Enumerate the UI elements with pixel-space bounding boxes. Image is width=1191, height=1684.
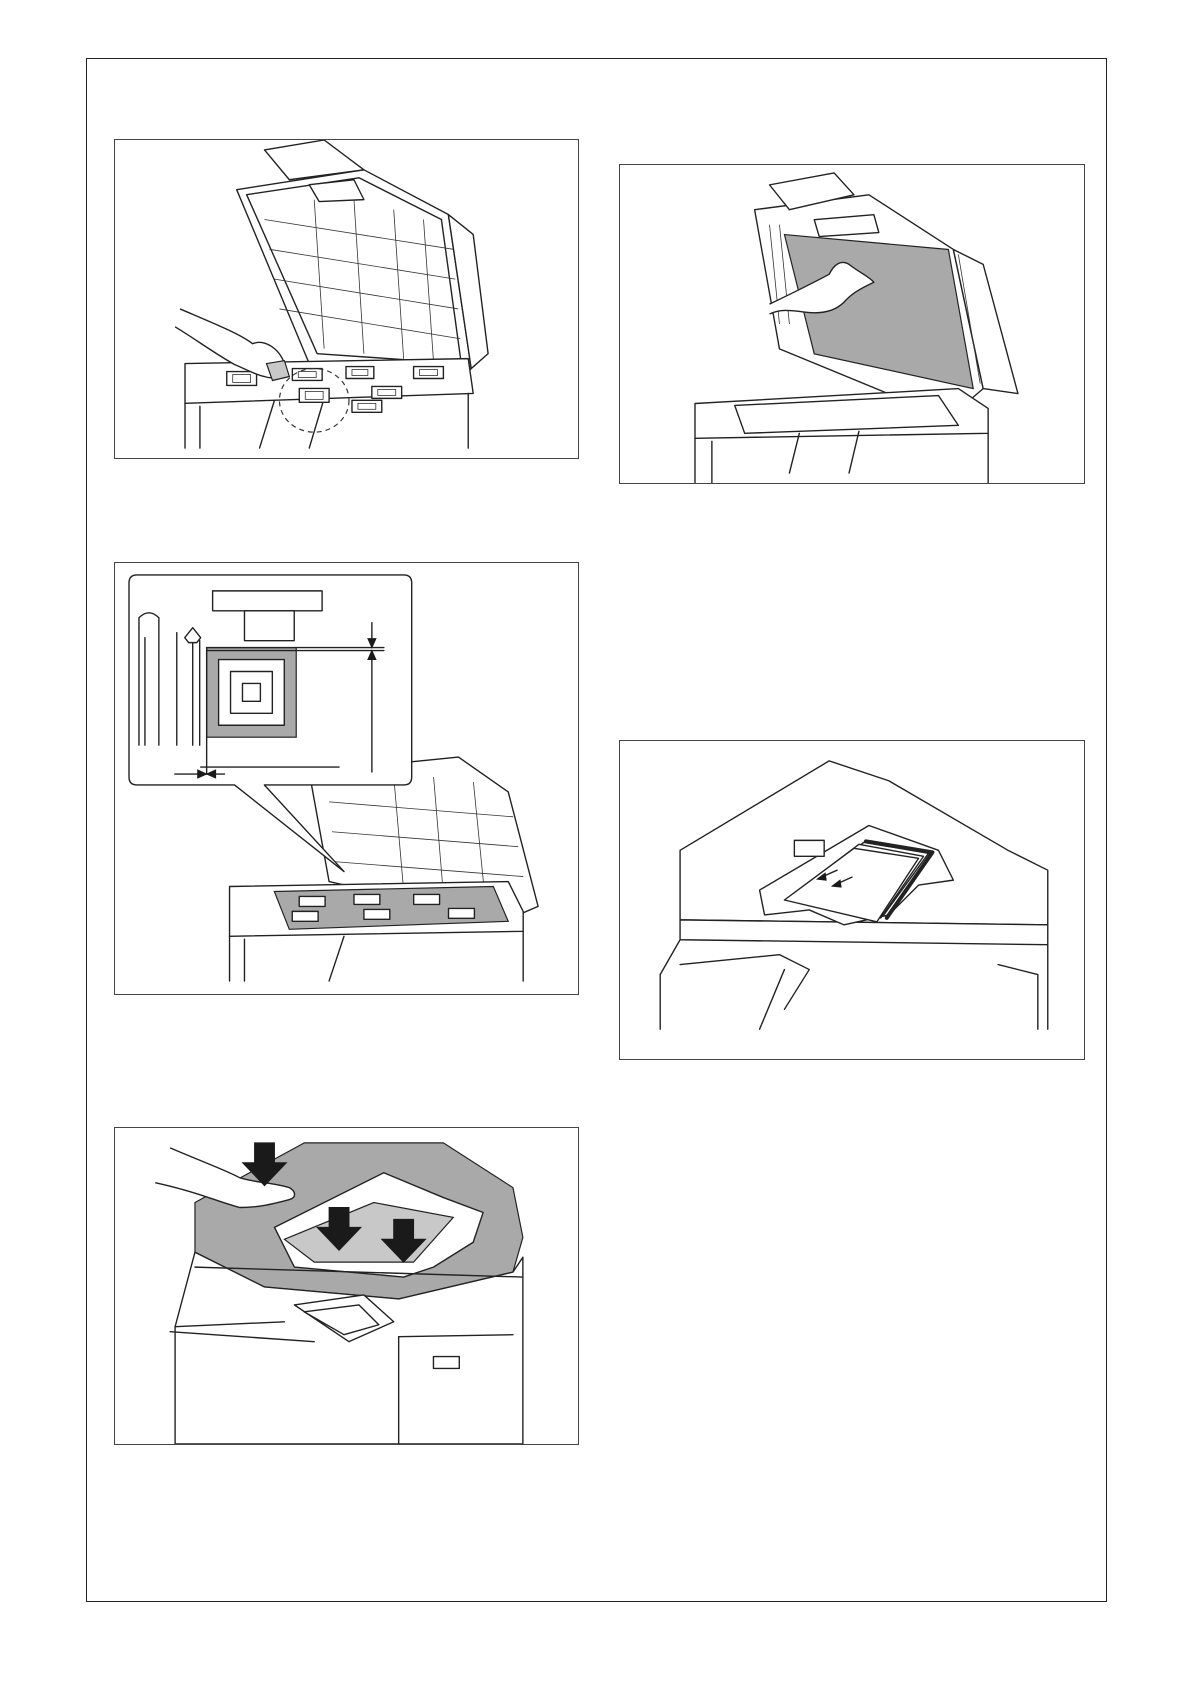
clean-glass-figure bbox=[114, 139, 579, 459]
clean-original-glass-illustration bbox=[115, 140, 578, 458]
close-adf-cover-illustration bbox=[115, 1128, 578, 1444]
align-original-on-glass-illustration bbox=[115, 563, 578, 994]
close-adf-figure bbox=[114, 1127, 579, 1445]
load-adf-figure bbox=[619, 740, 1085, 1060]
place-original-on-glass-illustration bbox=[620, 165, 1084, 483]
place-on-glass-figure bbox=[619, 164, 1085, 484]
align-on-glass-figure bbox=[114, 562, 579, 995]
load-original-in-adf-illustration bbox=[620, 741, 1084, 1059]
